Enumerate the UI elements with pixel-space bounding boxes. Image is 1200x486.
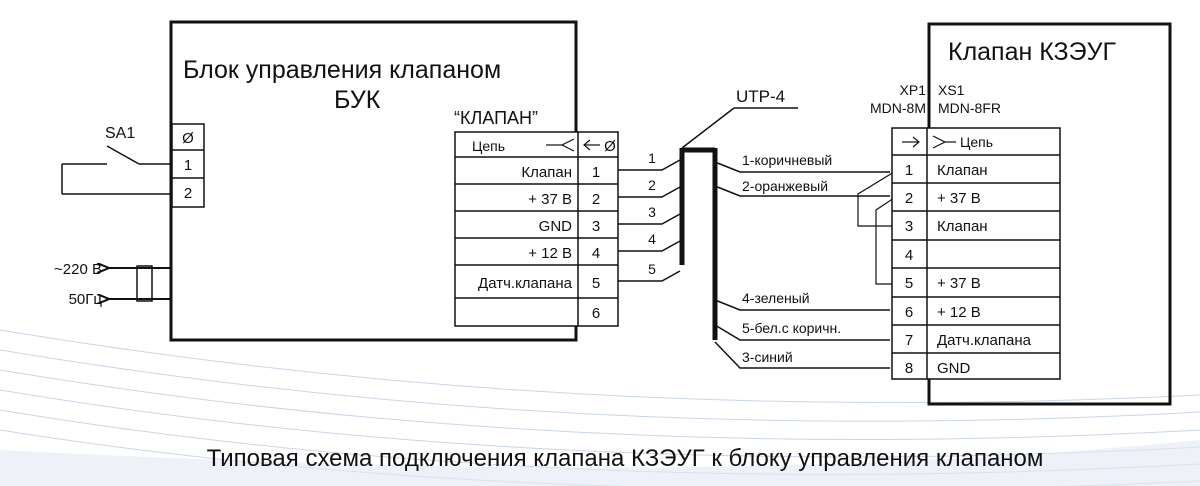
- cable-type-label: UTP-4: [736, 87, 785, 106]
- buk-row-num: 6: [592, 305, 600, 322]
- sa1-switch: [61, 145, 172, 195]
- buk-row-name: Датч.клапана: [478, 275, 573, 292]
- buk-title: Блок управления клапаном: [183, 56, 501, 84]
- valve-row-name: Клапан: [937, 218, 988, 235]
- utp-cable-bundle: [679, 107, 798, 340]
- valve-row-num: 3: [905, 218, 913, 235]
- valve-row-name: + 37 В: [937, 275, 981, 292]
- buk-connector-label: “КЛАПАН”: [454, 108, 538, 128]
- valve-row-num: 5: [905, 275, 913, 292]
- wire-color: 3-синий: [742, 349, 793, 365]
- valve-row-num: 4: [905, 247, 913, 264]
- buk-row-name: + 12 В: [528, 245, 572, 262]
- xs1-label: XS1: [938, 82, 965, 98]
- switch-terminal-ground: Ø: [182, 130, 194, 147]
- buk-row-name: + 37 В: [528, 191, 572, 208]
- valve-row-name: Клапан: [937, 162, 988, 179]
- buk-subtitle: БУК: [334, 86, 381, 114]
- wire-number: 1: [648, 150, 656, 166]
- power-frequency: 50Гц: [69, 291, 103, 308]
- wire-number: 3: [648, 204, 656, 220]
- wire-color: 1-коричневый: [742, 152, 832, 168]
- cable-wires-left: [618, 159, 681, 282]
- wire-color: 2-оранжевый: [742, 178, 828, 194]
- buk-row-name: Клапан: [521, 164, 572, 181]
- valve-row-num: 7: [905, 332, 913, 349]
- wire-number: 4: [648, 231, 656, 247]
- wire-color: 4-зеленый: [742, 290, 810, 306]
- buk-row-num: 3: [592, 218, 600, 235]
- pin-jumpers: [857, 171, 895, 285]
- buk-connector-table: Цепь Ø Клапан 1 + 37 В 2 GND 3 + 12 В 4 …: [454, 131, 619, 327]
- buk-row-num: 5: [592, 275, 600, 292]
- power-voltage: ~220 В: [54, 261, 102, 278]
- buk-header-ground: Ø: [604, 138, 616, 155]
- valve-row-name: + 12 В: [937, 304, 981, 321]
- wire-color: 5-бел.с коричн.: [742, 320, 841, 336]
- valve-row-num: 1: [905, 162, 913, 179]
- buk-row-num: 1: [592, 164, 600, 181]
- valve-row-num: 2: [905, 190, 913, 207]
- valve-header-label: Цепь: [960, 134, 993, 150]
- switch-terminal-block: Ø 1 2: [171, 123, 205, 208]
- valve-title: Клапан КЗЭУГ: [948, 38, 1116, 66]
- valve-row-num: 8: [905, 360, 913, 377]
- xp1-label: XP1: [900, 82, 927, 98]
- valve-row-name: GND: [937, 360, 971, 377]
- buk-row-num: 4: [592, 245, 600, 262]
- cable-wires-right: [714, 161, 890, 369]
- buk-row-num: 2: [592, 191, 600, 208]
- valve-row-name: Датч.клапана: [937, 332, 1032, 349]
- diagram-caption: Типовая схема подключения клапана КЗЭУГ …: [207, 445, 1044, 472]
- buk-row-name: GND: [539, 218, 573, 235]
- xp1-model: MDN-8M: [870, 100, 926, 116]
- switch-terminal-2: 2: [184, 185, 192, 202]
- power-input: [108, 266, 171, 301]
- switch-terminal-1: 1: [184, 157, 192, 174]
- arrow-right-icon: [912, 136, 920, 148]
- wire-number: 2: [648, 177, 656, 193]
- valve-row-num: 6: [905, 304, 913, 321]
- buk-header-label: Цепь: [472, 138, 505, 154]
- xs1-model: MDN-8FR: [938, 100, 1001, 116]
- sa1-label: SA1: [105, 125, 135, 142]
- valve-connector-table: Цепь 1 Клапан 2 + 37 В 3 Клапан 4 5 + 37…: [891, 127, 1061, 380]
- valve-row-name: + 37 В: [937, 190, 981, 207]
- wire-number: 5: [648, 261, 656, 277]
